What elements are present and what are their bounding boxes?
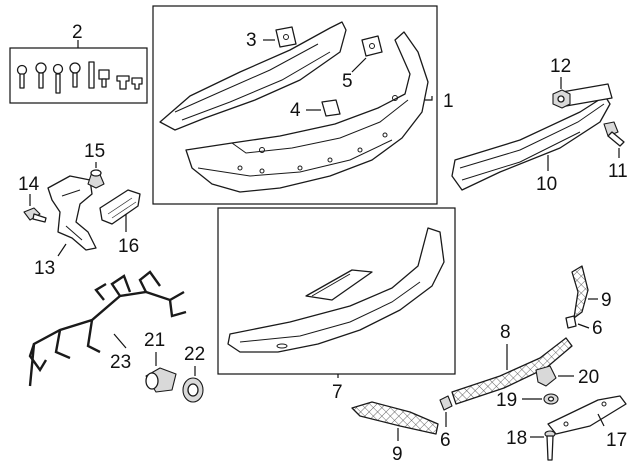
- callout-7: 7: [332, 382, 343, 403]
- nut: [552, 89, 571, 109]
- callout-20: 20: [578, 367, 599, 388]
- callout-21: 21: [144, 330, 165, 351]
- upper-bumper-group-box: [152, 5, 438, 205]
- callout-12: 12: [550, 56, 571, 77]
- callout-18: 18: [506, 428, 527, 449]
- callout-4: 4: [290, 100, 301, 121]
- spacer-block: [535, 365, 557, 387]
- callout-22: 22: [184, 344, 205, 365]
- washer: [543, 393, 559, 405]
- callout-19: 19: [496, 390, 517, 411]
- side-grille-right: [571, 265, 589, 319]
- callout-labels: 1 2 3 4 5 6 6 7 8 9 9 10 11 12 13 14 15 …: [18, 22, 628, 465]
- callout-6-upper: 6: [592, 318, 603, 339]
- callout-8: 8: [500, 322, 511, 343]
- wiring-harness: [28, 270, 187, 387]
- retainer-block: [99, 189, 141, 225]
- callout-9-upper: 9: [601, 290, 612, 311]
- callout-9-lower: 9: [392, 444, 403, 465]
- side-grille-left: [351, 401, 439, 435]
- lower-cover: [227, 227, 445, 353]
- left-bracket: [47, 175, 97, 251]
- upper-bracket: [275, 26, 297, 48]
- center-grille-insert: [451, 337, 573, 405]
- callout-5: 5: [342, 71, 353, 92]
- callout-6-lower: 6: [440, 430, 451, 451]
- retainer-clip-lower: [439, 395, 453, 411]
- push-clip: [87, 169, 105, 189]
- callout-14: 14: [18, 174, 40, 195]
- callout-23: 23: [110, 352, 131, 373]
- callout-11: 11: [608, 161, 628, 182]
- impact-bar: [451, 83, 613, 191]
- callout-10: 10: [536, 174, 557, 195]
- lower-cover-group-box: [217, 207, 456, 375]
- callout-16: 16: [118, 236, 139, 257]
- callout-13: 13: [34, 258, 55, 279]
- parking-sensor: [145, 367, 177, 393]
- callout-15: 15: [84, 141, 105, 162]
- callout-17: 17: [606, 430, 627, 451]
- retainer-clip-upper: [565, 315, 577, 329]
- hardware-kit: [16, 61, 143, 94]
- plate-screw: [544, 430, 556, 461]
- skid-plate: [547, 395, 627, 435]
- side-bracket: [361, 35, 383, 57]
- bolt: [603, 121, 625, 147]
- bracket-screw: [23, 207, 47, 223]
- sensor-ring: [182, 377, 204, 403]
- side-bracket-small: [321, 99, 341, 117]
- callout-1: 1: [443, 91, 454, 112]
- upper-bumper-assembly: [159, 21, 429, 193]
- callout-2: 2: [72, 22, 83, 43]
- callout-3: 3: [246, 30, 257, 51]
